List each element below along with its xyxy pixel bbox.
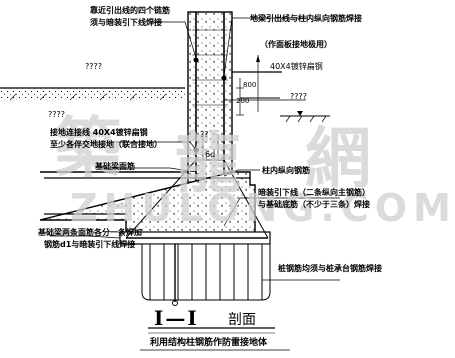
section-word: 剖面 bbox=[228, 312, 256, 328]
label-6d: 6d bbox=[205, 150, 216, 159]
label-down-2: 与基础底筋（不少于三条）焊接 bbox=[258, 200, 370, 209]
watermark-en: ZHULONG.COM bbox=[70, 186, 455, 230]
label-base-2: 钢筋d1与暗装引下线焊接 bbox=[44, 240, 136, 249]
label-q-mid-left: ???? bbox=[48, 110, 65, 119]
label-dim-200: 200 bbox=[236, 97, 250, 105]
leader-lines bbox=[50, 17, 340, 281]
right-details bbox=[232, 55, 282, 116]
pile-cap bbox=[39, 134, 271, 245]
watermark-cn3: 網 bbox=[305, 120, 371, 197]
label-top-left-2: 须与暗装引下线焊接 bbox=[90, 18, 162, 27]
label-top-right-2: （作面板接地极用） bbox=[260, 40, 332, 49]
label-conn-1: 接地连接线 40X4镀锌扁钢 bbox=[50, 128, 148, 137]
section-roman: I—I bbox=[154, 306, 199, 330]
title-lines bbox=[140, 327, 290, 351]
label-base-1: 基础梁两条面筋各分一条焊加 bbox=[38, 228, 142, 237]
ground-hatch bbox=[0, 87, 185, 101]
piles bbox=[141, 243, 271, 306]
label-beam-top: 基础梁面筋 bbox=[95, 162, 135, 171]
watermark-cn1: 築 bbox=[55, 110, 121, 187]
label-pile: 桩钢筋均须与桩承台钢筋焊接 bbox=[278, 264, 382, 273]
watermark-cn2: 龍 bbox=[175, 125, 241, 202]
label-top-left-1: 靠近引出线的四个链筋 bbox=[90, 6, 170, 15]
label-dim-800: 800 bbox=[243, 81, 257, 89]
label-longitudinal: 柱内纵向钢筋 bbox=[262, 166, 310, 175]
label-q-col: ?? bbox=[200, 130, 209, 139]
label-down-1: 暗装引下线（二条纵向主钢筋） bbox=[258, 188, 370, 197]
label-q-top-right: ???? bbox=[290, 92, 307, 101]
label-conn-2: 至少各伴交地接地（联合接地） bbox=[50, 140, 162, 149]
label-q-top-left: ???? bbox=[85, 62, 102, 71]
caption: 利用结构柱钢筋作防雷接地体 bbox=[150, 338, 268, 348]
label-steel: 40X4镀锌扁钢 bbox=[270, 62, 323, 71]
right-ground bbox=[240, 97, 330, 123]
label-top-right-1: 地梁引出线与柱内纵向钢筋焊接 bbox=[250, 14, 362, 23]
